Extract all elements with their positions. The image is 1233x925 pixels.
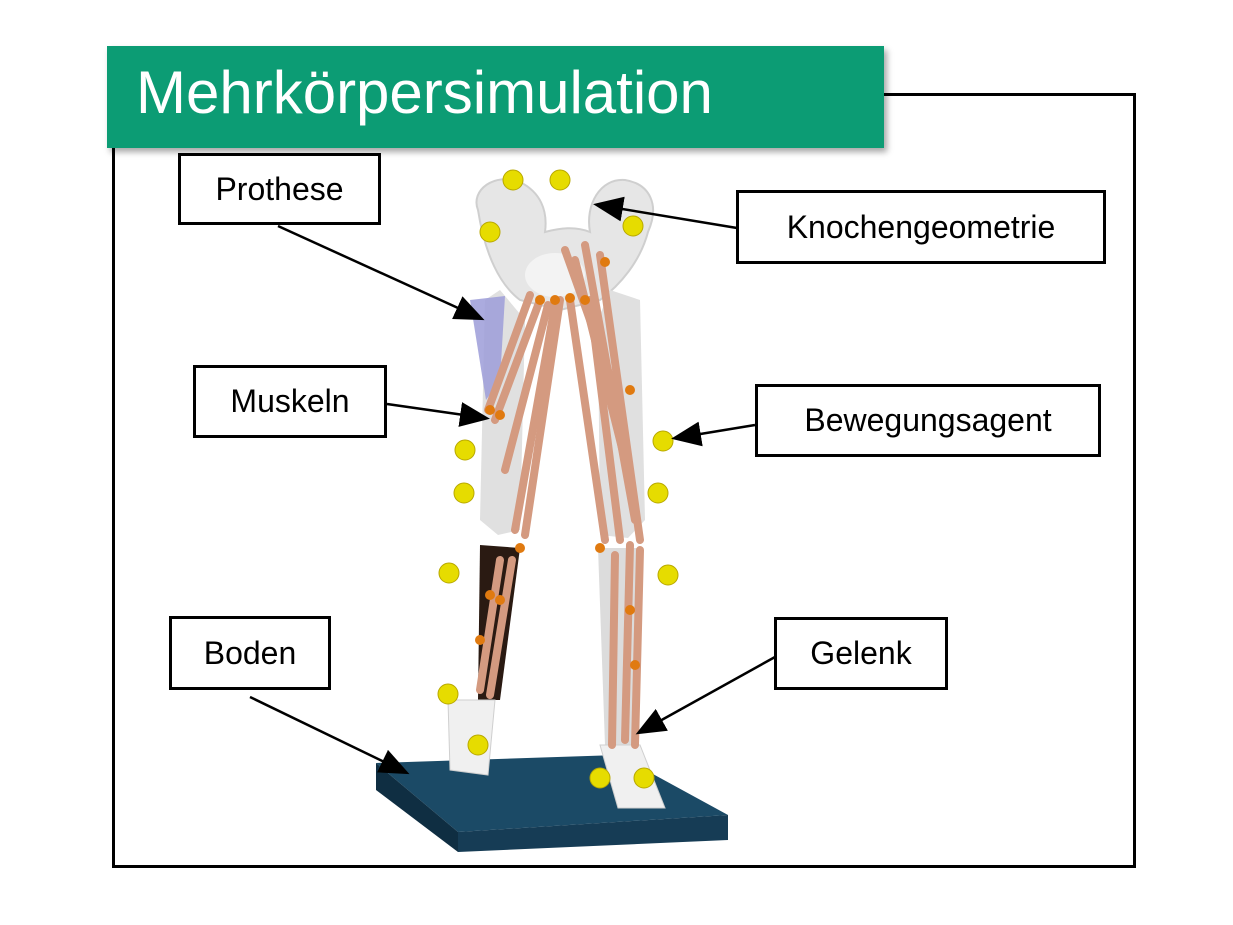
- annotation-arrows: [249, 196, 776, 775]
- arrow-bewegungsagent: [671, 421, 756, 447]
- prosthesis: [470, 296, 505, 400]
- muscles: [476, 241, 644, 749]
- arrow-boden: [249, 695, 410, 775]
- title-banner: [107, 46, 884, 148]
- muscle-attachment-points: [475, 257, 640, 670]
- label-gelenk: Gelenk: [774, 617, 948, 690]
- label-bewegungsagent: Bewegungsagent: [755, 384, 1101, 457]
- motion-markers: [437, 169, 679, 789]
- arrow-knochengeometrie: [593, 196, 738, 230]
- label-muskeln: Muskeln: [193, 365, 387, 438]
- pelvis-bone: [475, 178, 654, 312]
- label-boden: Boden: [169, 616, 331, 690]
- label-knochengeometrie: Knochengeometrie: [736, 190, 1106, 264]
- arrow-gelenk: [635, 655, 776, 735]
- ground-plate: [376, 755, 728, 852]
- arrow-muskeln: [386, 402, 490, 427]
- label-prothese: Prothese: [178, 153, 381, 225]
- page-title: Mehrkörpersimulation: [136, 59, 713, 126]
- arrow-prothese: [277, 224, 485, 321]
